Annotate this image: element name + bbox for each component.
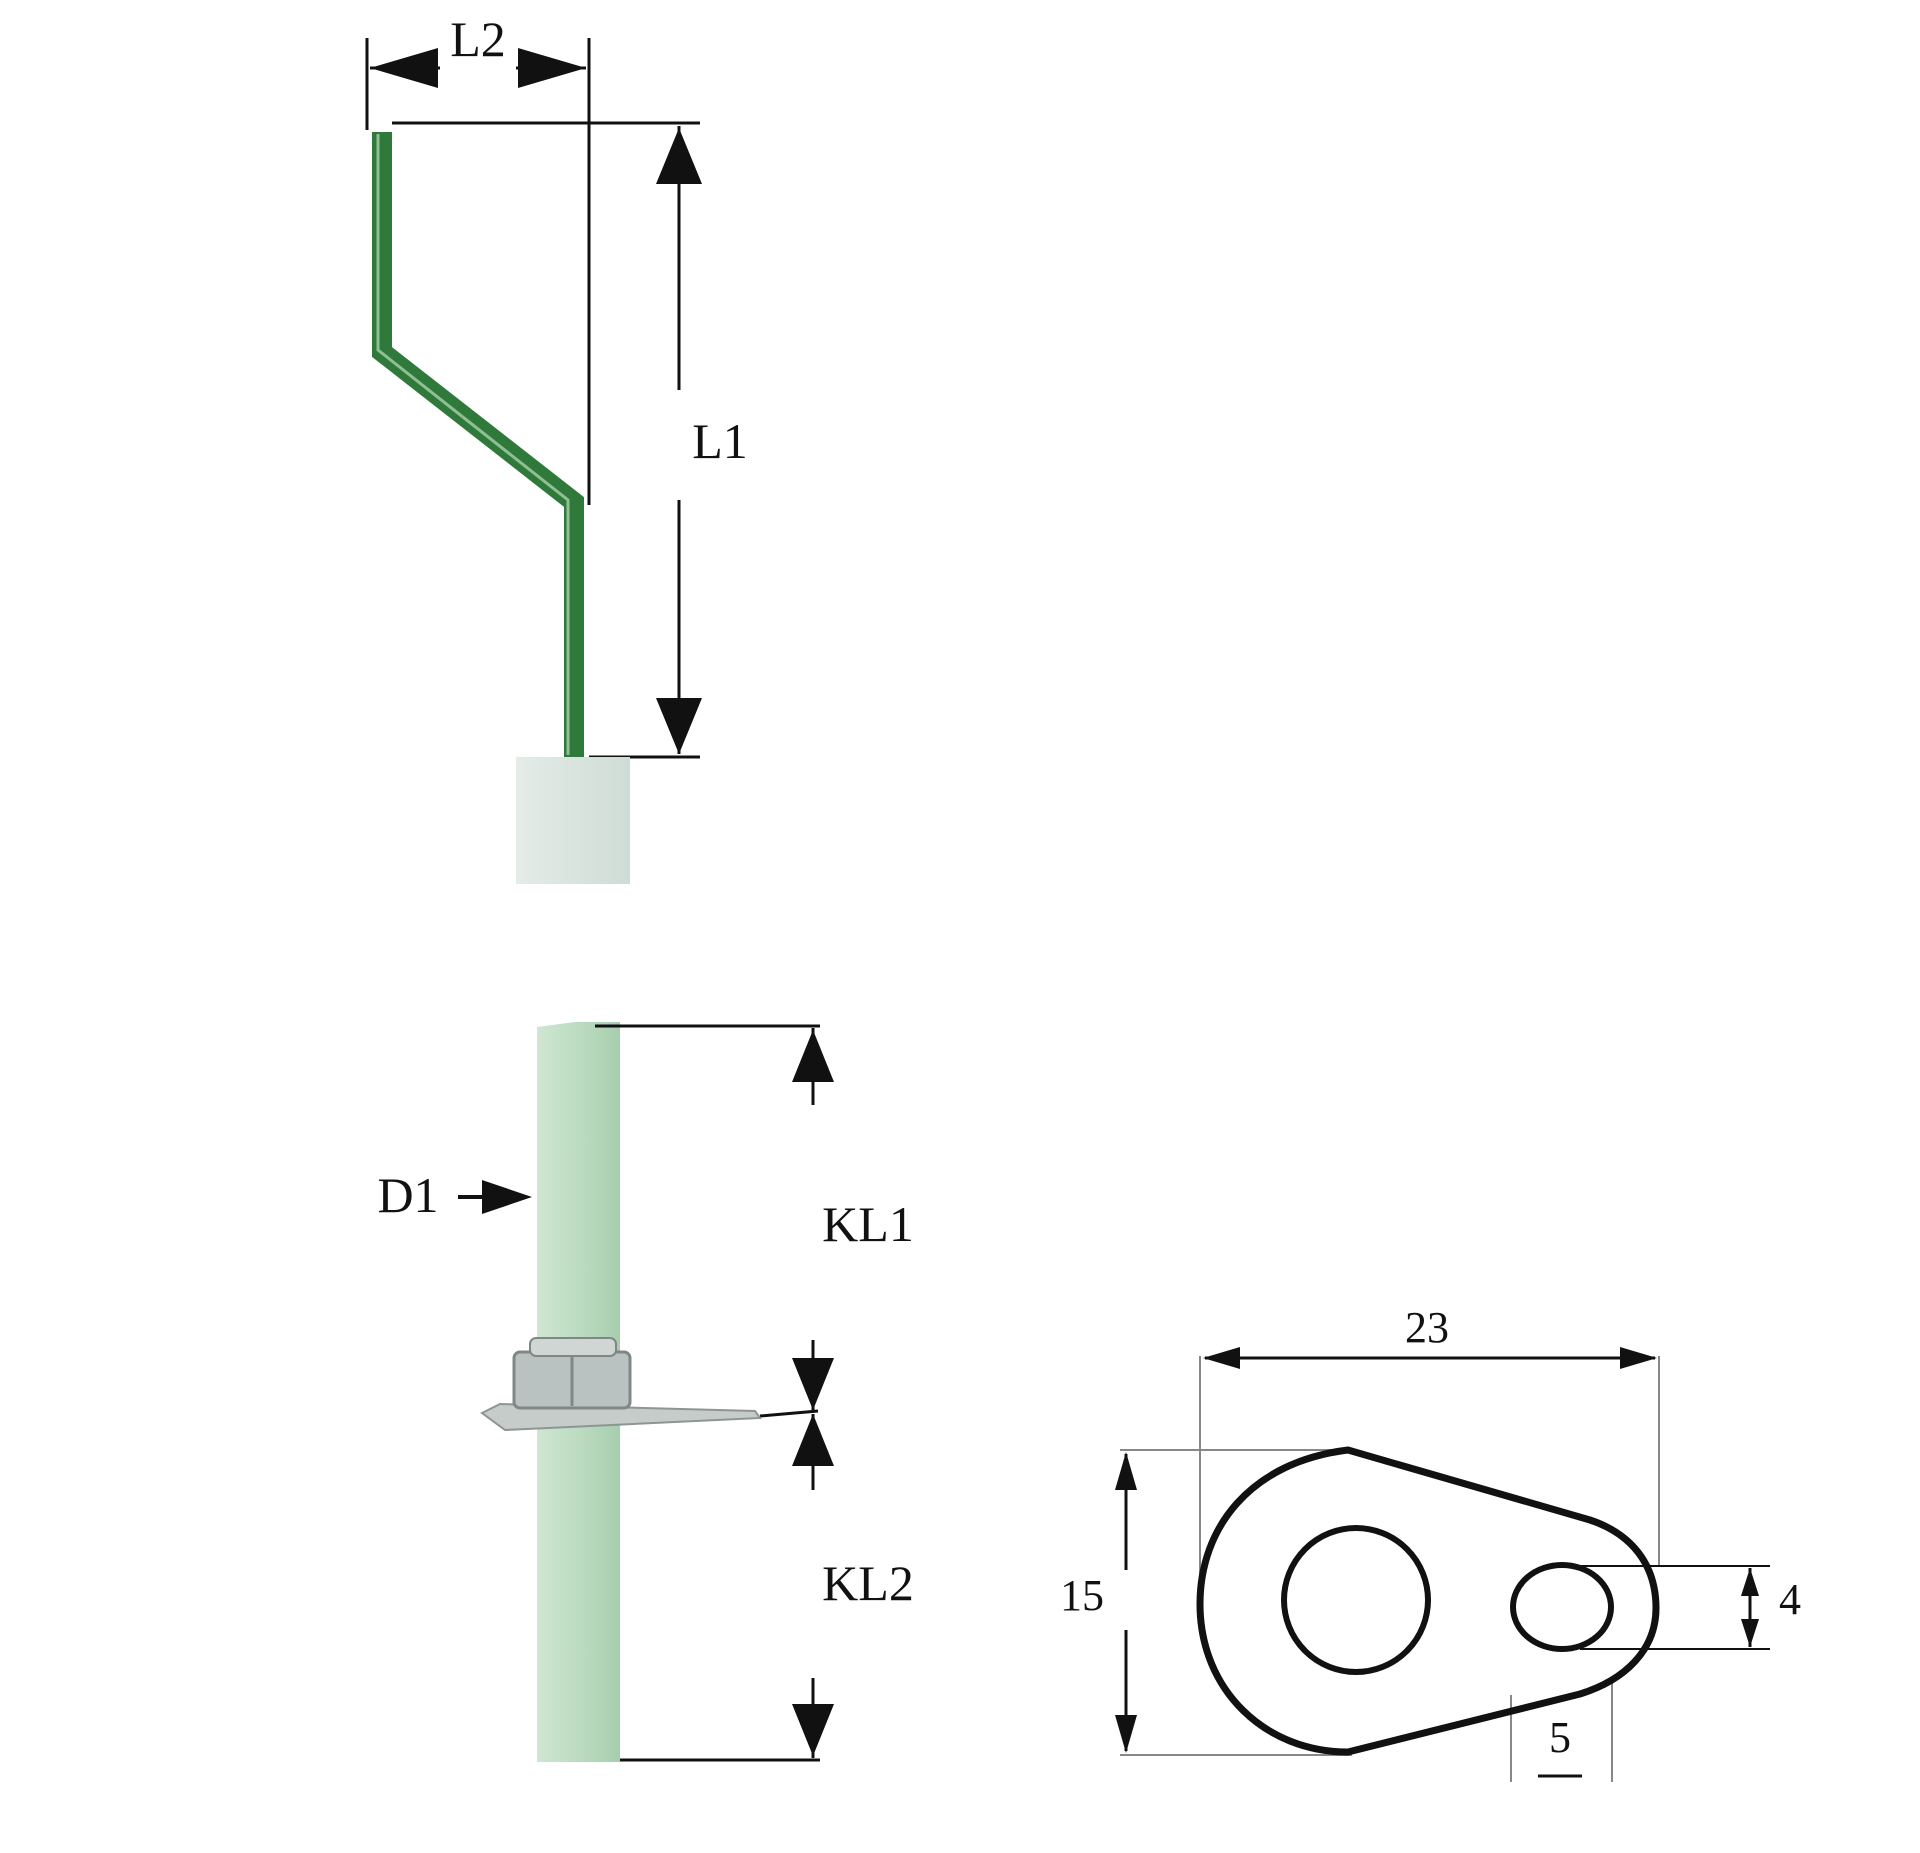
l1-bottom-arrow xyxy=(656,698,702,754)
bracket-plate xyxy=(480,1402,762,1432)
straight-electrode-view: KL1 KL2 D1 xyxy=(377,1022,914,1762)
width-left-arrow xyxy=(1203,1347,1240,1369)
bracket-top-view: 23 15 4 5 xyxy=(1060,1303,1801,1782)
l2-left-arrow xyxy=(370,48,438,88)
kl2-label: KL2 xyxy=(822,1555,914,1611)
bracket-extension-line xyxy=(759,1409,819,1418)
height-label: 15 xyxy=(1060,1571,1104,1620)
l2-label-gap xyxy=(440,30,516,90)
hole-bottom-arrow xyxy=(1741,1619,1759,1647)
bent-electrode-wire-highlight xyxy=(376,134,570,755)
width-label: 23 xyxy=(1405,1303,1449,1352)
width-right-arrow xyxy=(1620,1347,1657,1369)
bracket-upper-arrow xyxy=(792,1358,834,1410)
kl2-bottom-arrow xyxy=(792,1704,834,1756)
bracket-plate-outline xyxy=(1196,1446,1660,1756)
l2-label: L2 xyxy=(450,11,506,67)
height-top-arrow xyxy=(1115,1452,1137,1490)
hole-label: 4 xyxy=(1779,1575,1801,1624)
height-bottom-arrow xyxy=(1115,1715,1137,1753)
bracket-small-hole xyxy=(1510,1562,1614,1652)
l1-label: L1 xyxy=(692,413,748,469)
d1-pointer-arrow xyxy=(482,1180,532,1214)
mounting-bracket xyxy=(480,1337,762,1432)
height-label-gap xyxy=(1100,1570,1152,1630)
d1-label: D1 xyxy=(377,1167,438,1223)
kl1-top-arrow xyxy=(792,1030,834,1082)
l1-top-arrow xyxy=(656,128,702,184)
hole-top-arrow xyxy=(1741,1568,1759,1596)
bracket-lower-arrow xyxy=(792,1414,834,1466)
kl1-label: KL1 xyxy=(822,1196,914,1252)
l1-label-gap xyxy=(650,390,720,500)
l2-right-arrow xyxy=(518,48,586,88)
slot-label: 5 xyxy=(1549,1713,1571,1762)
bent-electrode-wire xyxy=(372,132,584,757)
insulator-block xyxy=(516,757,630,884)
bracket-nut-top xyxy=(529,1337,617,1357)
bent-electrode-view: L2 L1 xyxy=(365,11,748,884)
bracket-large-hole xyxy=(1281,1525,1431,1675)
